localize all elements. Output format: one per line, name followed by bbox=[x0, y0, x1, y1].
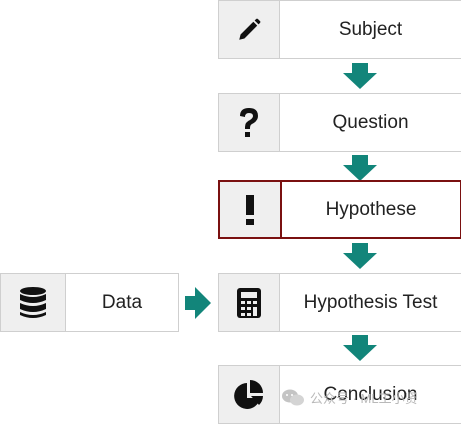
pie-chart-icon bbox=[219, 366, 280, 423]
step-conclusion-label: Conclusion bbox=[323, 383, 418, 405]
step-hypothesis-test-label: Hypothesis Test bbox=[303, 291, 438, 313]
arrow-right bbox=[185, 287, 211, 319]
arrow-down-4 bbox=[343, 335, 377, 361]
step-subject-label: Subject bbox=[338, 18, 403, 40]
pencil-icon bbox=[219, 1, 280, 58]
database-icon bbox=[1, 274, 66, 331]
arrow-down-3 bbox=[343, 243, 377, 269]
step-hypothese: Hypothese bbox=[218, 180, 461, 239]
input-data: Data bbox=[0, 273, 179, 332]
step-hypothese-label: Hypothese bbox=[325, 198, 417, 220]
exclamation-mark-icon bbox=[220, 182, 282, 237]
step-hypothesis-test: Hypothesis Test bbox=[218, 273, 461, 332]
watermark: 公众号 · ML工小贤 bbox=[282, 388, 418, 407]
step-question: Question bbox=[218, 93, 461, 152]
step-subject: Subject bbox=[218, 0, 461, 59]
calculator-icon bbox=[219, 274, 280, 331]
watermark-text: 公众号 · ML工小贤 bbox=[310, 391, 418, 406]
arrow-down-2 bbox=[343, 155, 377, 181]
input-data-label: Data bbox=[101, 291, 143, 313]
wechat-icon bbox=[282, 389, 304, 405]
step-question-label: Question bbox=[332, 111, 409, 133]
arrow-down-1 bbox=[343, 63, 377, 89]
question-mark-icon bbox=[219, 94, 280, 151]
